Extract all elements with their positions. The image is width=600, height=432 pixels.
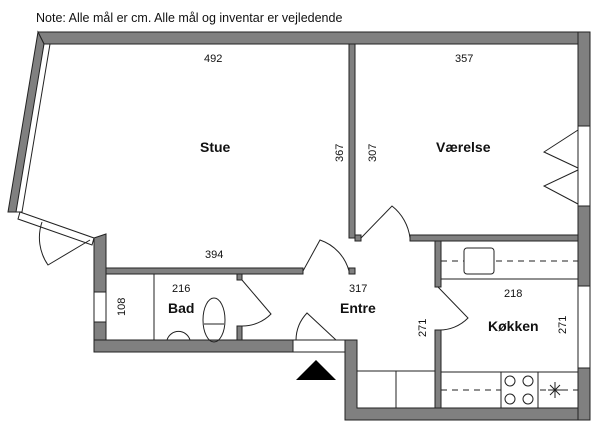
entrance-arrow-icon (296, 360, 336, 380)
fan-icon (548, 382, 562, 398)
wall-bath-left-upper (93, 233, 107, 293)
wall-right-mid (577, 205, 591, 287)
bad-width-label: 216 (172, 283, 190, 295)
entrance-door-frame (292, 339, 346, 353)
sink-icon (166, 331, 191, 341)
door-jamb (236, 273, 243, 281)
entrance-door-swing (295, 312, 337, 341)
vaerelse-depth-label: 307 (367, 144, 379, 162)
entre-label: Entre (340, 300, 376, 316)
burner (522, 375, 534, 387)
entre-depth-label: 271 (417, 319, 429, 337)
window-vaerelse (577, 125, 591, 207)
vaerelse-label: Værelse (436, 139, 491, 155)
wall-divider (348, 43, 356, 239)
stue-depth-label: 367 (334, 144, 346, 162)
koekken-width-label: 218 (504, 288, 522, 300)
balcony-door (17, 211, 95, 246)
vaerelse-width-label: 357 (455, 53, 473, 65)
wall-kitchen-left-upper (434, 240, 442, 288)
wall-kitchen-left-lower (434, 329, 442, 411)
kitchen-sink-icon (463, 247, 495, 275)
window-stue (15, 43, 51, 213)
wall-bottom-right (344, 339, 579, 421)
wall-right-lower (577, 367, 591, 421)
window-swing (542, 129, 579, 205)
stue-width-label: 492 (204, 53, 222, 65)
windows (15, 43, 591, 369)
koekken-label: Køkken (488, 318, 539, 334)
toilet-icon (202, 297, 226, 343)
stue-label: Stue (200, 139, 231, 155)
bath-door-swing (241, 279, 272, 327)
walls (7, 30, 591, 421)
wall-stue-bottom (105, 267, 304, 275)
wall-right-upper (577, 31, 591, 127)
burner (504, 393, 516, 405)
bad-depth-label: 108 (116, 298, 128, 316)
wall-vaerelse-bottom (409, 234, 579, 242)
balcony-door-swing (38, 221, 91, 266)
burner (522, 393, 534, 405)
doors (38, 129, 579, 341)
stue-bottom-label: 394 (205, 249, 223, 261)
entre-width-label: 317 (349, 283, 367, 295)
window-kitchen (577, 285, 591, 369)
vaerelse-door-swing (360, 205, 411, 239)
fixtures (153, 247, 578, 409)
stue-door-swing (302, 239, 350, 272)
koekken-depth-label: 271 (557, 316, 569, 334)
burner (504, 375, 516, 387)
window-bath (93, 291, 107, 323)
labels: 492 Stue 367 394 357 Værelse 307 216 Bad… (116, 53, 569, 337)
wall-bottom-left (93, 339, 294, 353)
door-jamb (236, 325, 243, 341)
kitchen-door-swing (437, 286, 469, 331)
bad-label: Bad (168, 300, 194, 316)
wall-top (37, 31, 591, 45)
door-jamb (348, 267, 356, 275)
note-text: Note: Alle mål er cm. Alle mål og invent… (36, 11, 342, 25)
door-jamb (354, 234, 362, 242)
